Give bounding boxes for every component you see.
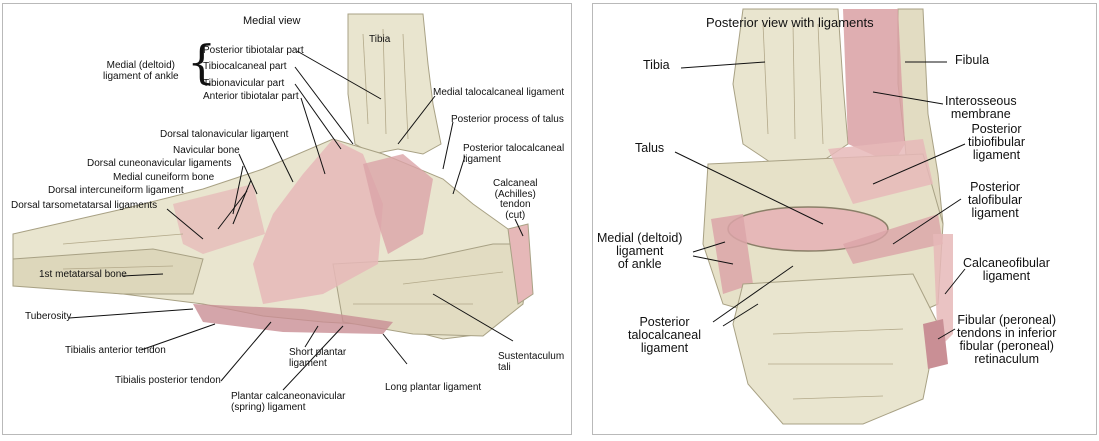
label-posterior-tibiotalar: Posterior tibiotalar part <box>203 46 304 57</box>
posterior-view-panel: Posterior view with ligaments Tibia Fibu… <box>592 3 1097 435</box>
label-long-plantar: Long plantar ligament <box>385 383 481 394</box>
label-tibialis-posterior-tendon: Tibialis posterior tendon <box>115 376 221 387</box>
view-title: Medial view <box>243 16 300 28</box>
medial-view-panel: Medial view Tibia Medial (deltoid) ligam… <box>2 3 572 435</box>
label-plantar-calcaneonavicular: Plantar calcaneonavicular (spring) ligam… <box>231 392 346 413</box>
label-posterior-talofibular: Posterior talofibular ligament <box>968 181 1022 220</box>
interosseous-membrane <box>843 9 905 164</box>
label-dorsal-talonavicular: Dorsal talonavicular ligament <box>160 130 288 141</box>
label-medial-deltoid: Medial (deltoid) ligament of ankle <box>597 232 682 271</box>
label-posterior-talocalcaneal: Posterior talocalcaneal ligament <box>463 144 564 165</box>
label-tibiocalcaneal: Tibiocalcaneal part <box>203 62 287 73</box>
label-tuberosity: Tuberosity <box>25 312 71 323</box>
tibia-bone <box>348 14 441 154</box>
label-posterior-process: Posterior process of talus <box>451 115 564 126</box>
label-talus: Talus <box>635 142 664 155</box>
label-tibionavicular: Tibionavicular part <box>203 79 284 90</box>
label-anterior-tibiotalar: Anterior tibiotalar part <box>203 92 299 103</box>
label-dorsal-cuneonavicular: Dorsal cuneonavicular ligaments <box>87 159 232 170</box>
label-medial-talocalcaneal: Medial talocalcaneal ligament <box>433 88 564 99</box>
label-tibia: Tibia <box>643 59 670 72</box>
label-posterior-talocalcaneal: Posterior talocalcaneal ligament <box>628 316 701 355</box>
label-sustentaculum-tali: Sustentaculum tali <box>498 352 564 373</box>
label-dorsal-intercuneiform: Dorsal intercuneiform ligament <box>48 186 184 197</box>
label-deltoid-ligament: Medial (deltoid) ligament of ankle <box>103 61 179 82</box>
label-fibular-tendons: Fibular (peroneal) tendons in inferior f… <box>957 314 1056 367</box>
tibia-bone <box>733 9 848 164</box>
label-navicular-bone: Navicular bone <box>173 146 240 157</box>
medial-view-illustration <box>3 4 572 435</box>
label-posterior-tibiofibular: Posterior tibiofibular ligament <box>968 123 1025 162</box>
label-dorsal-tarsometatarsal: Dorsal tarsometatarsal ligaments <box>11 201 157 212</box>
label-calcaneofibular: Calcaneofibular ligament <box>963 257 1050 283</box>
view-title: Posterior view with ligaments <box>706 16 874 30</box>
label-medial-cuneiform: Medial cuneiform bone <box>113 173 214 184</box>
label-tibialis-anterior-tendon: Tibialis anterior tendon <box>65 346 166 357</box>
label-interosseous-membrane: Interosseous membrane <box>945 95 1017 121</box>
label-short-plantar: Short plantar ligament <box>289 348 346 369</box>
label-first-metatarsal: 1st metatarsal bone <box>39 270 127 281</box>
label-calcaneal-tendon: Calcaneal (Achilles) tendon (cut) <box>493 179 537 221</box>
label-tibia: Tibia <box>369 35 390 46</box>
label-fibula: Fibula <box>955 54 989 67</box>
calcaneus-bone <box>733 274 938 424</box>
